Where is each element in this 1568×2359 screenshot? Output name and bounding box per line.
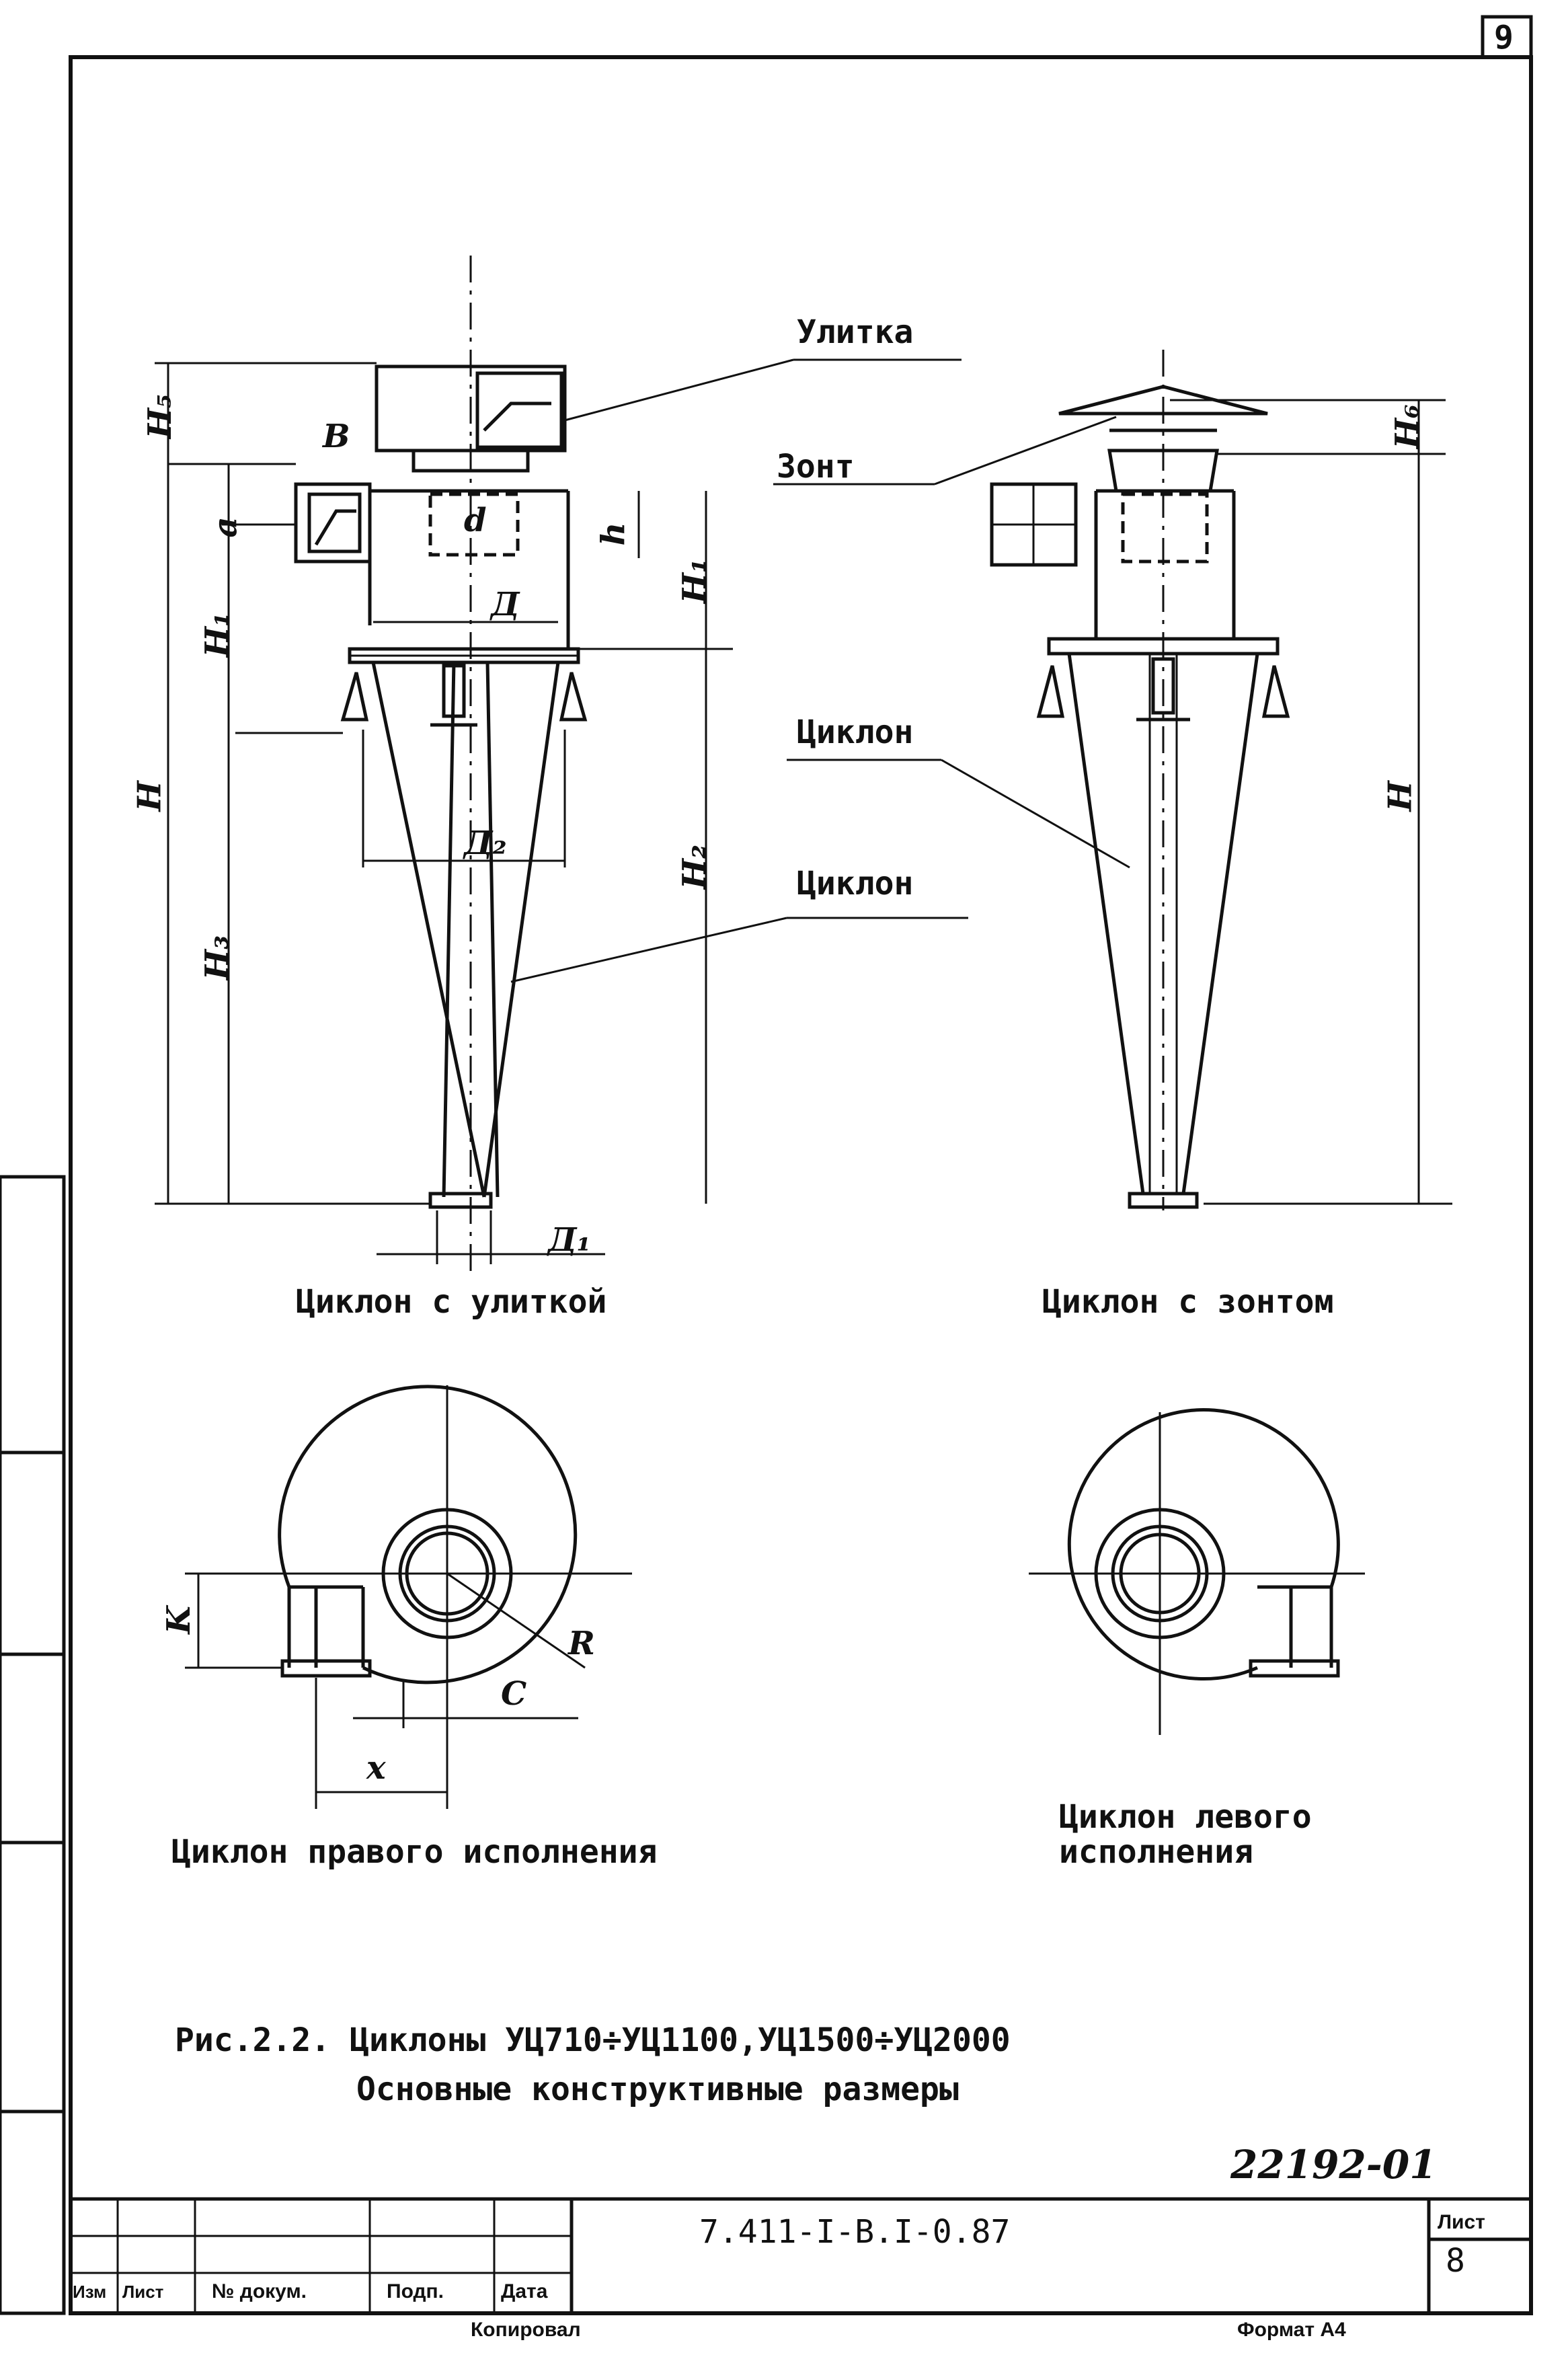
callout-ciklon-right: Циклон [797,713,914,751]
dim-C: C [501,1675,527,1713]
sheet-number-box [1481,15,1533,59]
dim-h: h [594,522,633,546]
sheet-label: Лист [1438,2211,1485,2233]
caption-zont-view: Циклон с зонтом [1042,1283,1334,1321]
col-doc: № докум. [212,2280,307,2303]
dim-D1: Д₁ [548,1221,591,1259]
dim-x: x [366,1749,386,1787]
cyclone-volute-elevation [155,256,733,1278]
dim-H2: H₂ [676,844,714,890]
dim-D: Д [491,586,520,623]
col-sign: Подп. [387,2280,444,2303]
dim-H5: H₅ [141,393,180,439]
dim-D2: Д₂ [464,824,507,862]
handwritten-number: 22192-01 [1230,2142,1437,2188]
copied-label: Копировал [471,2319,581,2341]
callout-zont: Зонт [777,448,855,486]
format-label: Формат А4 [1237,2319,1346,2341]
dim-H-left: H [130,781,169,812]
dim-R: R [568,1625,595,1662]
left-margin-strip [0,1175,66,2315]
sheet-frame [69,55,1533,2315]
doc-code: 7.411-I-B.I-0.87 [699,2213,1011,2251]
dim-H6: H₆ [1388,403,1427,449]
caption-left-execution-1: Циклон левого [1059,1798,1312,1836]
caption-ulitka-view: Циклон с улиткой [296,1283,607,1321]
dim-B: B [323,418,350,455]
plan-right-execution [185,1385,632,1809]
caption-left-execution-2: исполнения [1059,1833,1253,1871]
figure-caption-line2: Основные конструктивные размеры [356,2071,959,2108]
dim-H1-right: H₁ [676,558,714,604]
col-date: Дата [501,2280,548,2303]
callout-ciklon-left: Циклон [797,865,914,902]
dim-H3: H₃ [198,935,237,980]
cyclone-umbrella-elevation [990,350,1452,1210]
col-list: Лист [122,2282,164,2302]
sheet-corner-number: 9 [1494,19,1514,56]
figure-caption-line1: Рис.2.2. Циклоны УЦ710÷УЦ1100,УЦ1500÷УЦ2… [175,2021,1011,2059]
sheet-number: 8 [1446,2242,1465,2280]
title-block [71,2197,1531,2313]
dim-K: K [159,1606,198,1634]
dim-H-right: H [1381,781,1419,812]
caption-right-execution: Циклон правого исполнения [171,1833,658,1871]
plan-left-execution [1029,1408,1365,1735]
dim-a: a [206,516,245,538]
dim-H1-left: H₁ [198,612,237,658]
dim-d: d [464,502,487,539]
col-izm: Изм [73,2282,107,2302]
callout-ulitka: Улитка [797,313,914,351]
